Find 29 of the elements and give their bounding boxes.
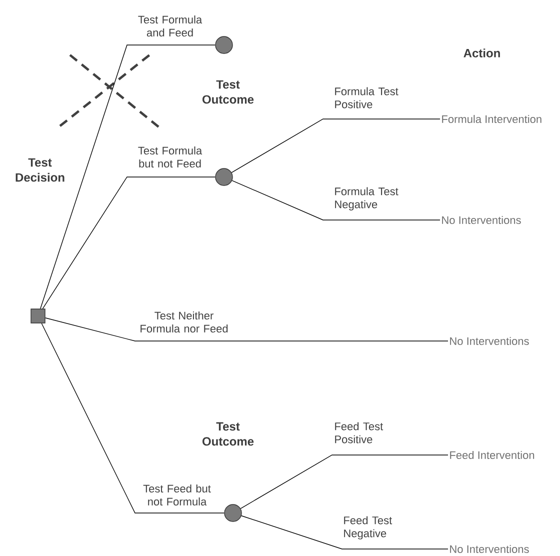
heading: Action xyxy=(464,48,500,58)
action-label: No Interventions xyxy=(450,544,529,554)
branch-line xyxy=(241,515,448,550)
edge-label: Formula Test Negative xyxy=(335,187,398,210)
heading: Test Outcome xyxy=(202,80,254,104)
branch-line xyxy=(240,454,448,509)
edge-label: Test Feed but not Formula xyxy=(143,484,211,506)
branch-line xyxy=(232,180,440,220)
action-label: Formula Intervention xyxy=(442,114,542,124)
action-label: No Interventions xyxy=(450,336,529,346)
branch-line xyxy=(40,44,216,309)
heading: Test Decision xyxy=(16,158,64,182)
branch-line xyxy=(42,176,216,309)
branch-line xyxy=(41,323,224,514)
heading: Test Outcome xyxy=(202,422,254,446)
action-label: Feed Intervention xyxy=(450,450,534,460)
edge-label: Feed Test Negative xyxy=(344,516,392,540)
chance-node xyxy=(215,36,233,54)
edge-label: Test Formula and Feed xyxy=(138,15,202,37)
chance-node xyxy=(224,504,242,522)
action-label: No Interventions xyxy=(442,216,521,224)
edge-label: Test Formula but not Feed xyxy=(138,146,202,168)
edge-label: Formula Test Positive xyxy=(335,87,398,108)
edge-label: Feed Test Positive xyxy=(335,422,384,444)
branch-line xyxy=(45,318,448,342)
chance-node xyxy=(215,168,233,186)
square-node xyxy=(30,308,46,324)
edge-label: Test Neither Formula nor Feed xyxy=(140,311,228,333)
branch-line xyxy=(231,118,440,173)
